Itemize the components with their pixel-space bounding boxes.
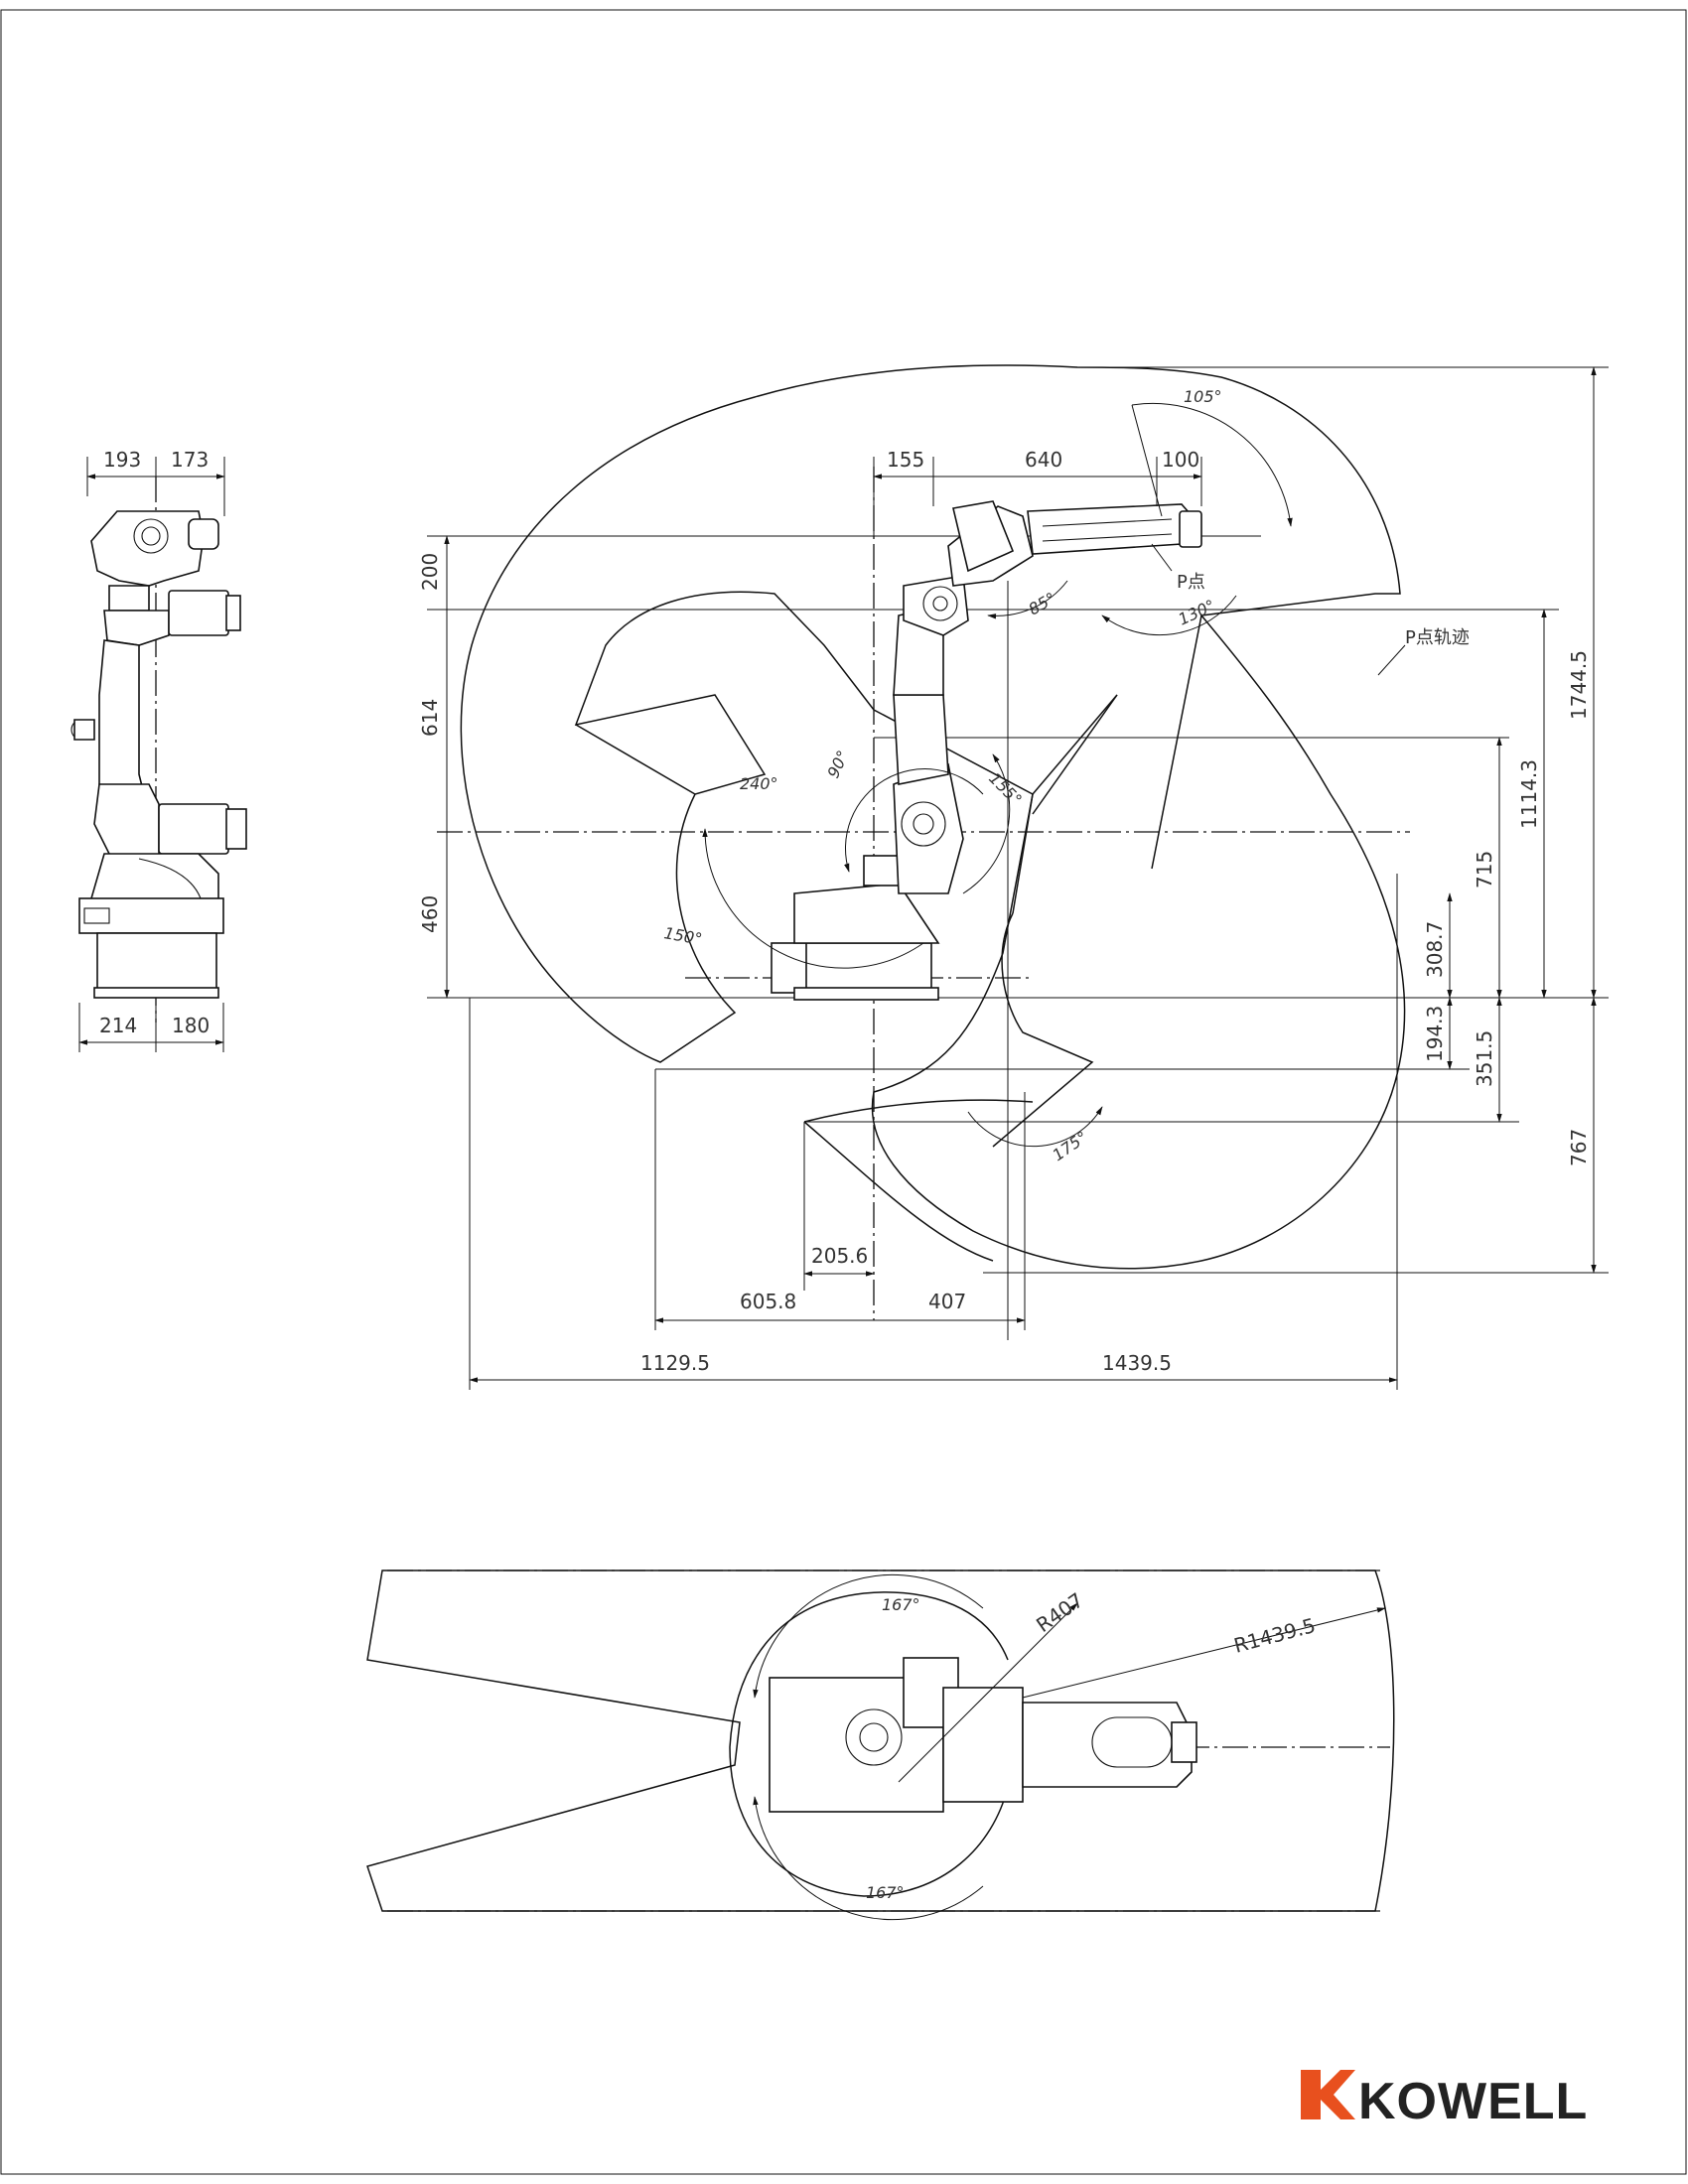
side-dim-180: 180 [172, 1014, 210, 1037]
dim-205-6: 205.6 [811, 1244, 868, 1268]
angle-167-bottom: 167° [866, 1883, 905, 1902]
p-point-label: P点 [1177, 572, 1205, 593]
kowell-logo: KOWELL [1301, 2070, 1588, 2130]
angle-130: 130° [1176, 596, 1218, 629]
angle-240: 240° [740, 774, 778, 793]
dim-100: 100 [1162, 448, 1199, 472]
dim-155: 155 [887, 448, 924, 472]
dim-194-3: 194.3 [1423, 1006, 1447, 1062]
dim-351-5: 351.5 [1473, 1030, 1496, 1087]
radius-r407: R407 [1032, 1588, 1087, 1638]
dim-1129-5: 1129.5 [640, 1351, 710, 1375]
dim-767: 767 [1567, 1129, 1591, 1166]
dim-640: 640 [1025, 448, 1062, 472]
dim-715: 715 [1473, 851, 1496, 888]
dim-605-8: 605.8 [740, 1290, 796, 1313]
angle-150: 150° [662, 923, 703, 948]
dim-308-7: 308.7 [1423, 921, 1447, 978]
dim-1744-5: 1744.5 [1567, 650, 1591, 720]
radius-r1439-5: R1439.5 [1231, 1613, 1318, 1658]
side-dim-193: 193 [103, 448, 141, 472]
angle-85: 85° [1026, 589, 1059, 619]
side-dim-173: 173 [171, 448, 209, 472]
side-dim-214: 214 [99, 1014, 137, 1037]
top-view: R407 R1439.5 167° 167° [366, 1570, 1395, 1921]
p-point-trajectory [460, 364, 1406, 1270]
angle-155: 155° [985, 768, 1026, 809]
dim-1114-3: 1114.3 [1517, 759, 1541, 829]
dim-200: 200 [418, 553, 442, 591]
dim-1439-5: 1439.5 [1102, 1351, 1172, 1375]
front-view: 155 640 100 200 614 460 1744.5 1114.3 71… [418, 364, 1609, 1390]
angle-167-top: 167° [882, 1595, 920, 1614]
kowell-wordmark: KOWELL [1358, 2073, 1588, 2130]
dim-614: 614 [418, 699, 442, 737]
robot-arm-front [771, 500, 1202, 1001]
p-track-label: P点轨迹 [1405, 627, 1470, 648]
side-view: 193 173 214 180 [70, 448, 247, 1052]
angle-105: 105° [1184, 387, 1222, 406]
kowell-logo-icon [1301, 2070, 1355, 2119]
dim-407: 407 [928, 1290, 966, 1313]
angle-90: 90° [823, 748, 852, 781]
drawing-frame [0, 9, 1687, 2175]
angle-175: 175° [1049, 1128, 1090, 1165]
dim-460: 460 [418, 895, 442, 933]
